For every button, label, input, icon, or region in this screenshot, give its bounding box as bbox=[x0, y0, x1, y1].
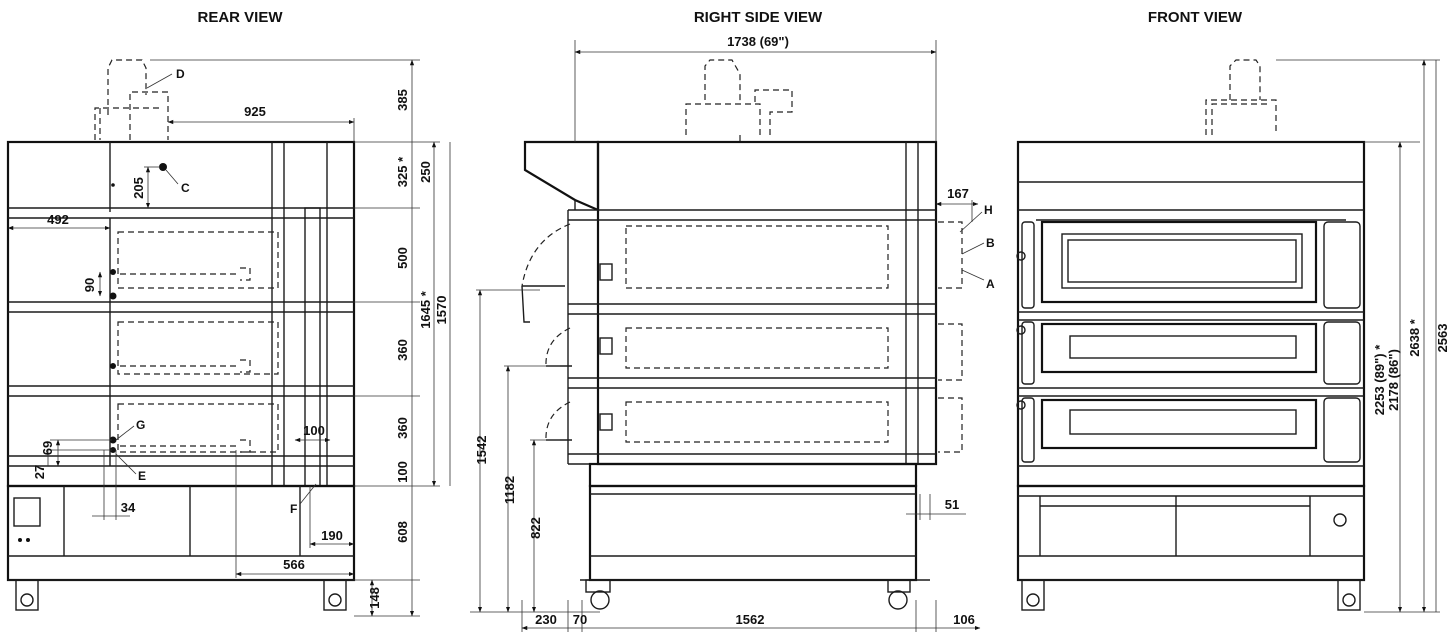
dim-1570: 1570 bbox=[434, 296, 449, 325]
dim-1562: 1562 bbox=[736, 612, 765, 627]
label-h: H bbox=[984, 203, 993, 217]
dim-385: 385 bbox=[395, 89, 410, 111]
dim-250: 250 bbox=[418, 161, 433, 183]
side-view-title: RIGHT SIDE VIEW bbox=[694, 9, 823, 26]
dim-190: 190 bbox=[321, 528, 343, 543]
dim-27: 27 bbox=[32, 465, 47, 479]
dim-608: 608 bbox=[395, 521, 410, 543]
dim-69: 69 bbox=[40, 441, 55, 455]
dim-360-a: 360 bbox=[395, 339, 410, 361]
dim-230: 230 bbox=[535, 612, 557, 627]
dim-90: 90 bbox=[82, 278, 97, 292]
front-view: 2253 (89") * 2178 (86") 2638 * 2563 bbox=[1016, 59, 1450, 613]
label-b: B bbox=[986, 236, 995, 250]
dim-2178: 2178 (86") bbox=[1386, 349, 1401, 411]
dim-1738: 1738 (69") bbox=[727, 34, 789, 49]
dim-1182: 1182 bbox=[502, 476, 517, 504]
dim-1542: 1542 bbox=[474, 436, 489, 465]
dim-106: 106 bbox=[953, 612, 975, 627]
dim-100-b: 100 bbox=[303, 423, 325, 438]
dim-925: 925 bbox=[244, 104, 266, 119]
dim-566: 566 bbox=[283, 557, 305, 572]
dim-822: 822 bbox=[528, 517, 543, 539]
dim-34: 34 bbox=[121, 500, 136, 515]
label-c: C bbox=[181, 181, 190, 195]
dim-167: 167 bbox=[947, 186, 969, 201]
label-d: D bbox=[176, 67, 185, 81]
dim-2563: 2563 bbox=[1435, 324, 1450, 353]
label-g: G bbox=[136, 418, 145, 432]
dim-70: 70 bbox=[573, 612, 587, 627]
dim-51: 51 bbox=[945, 497, 959, 512]
label-e: E bbox=[138, 469, 146, 483]
rear-view: 385 325 * 250 500 1645 * 1570 360 360 10… bbox=[6, 59, 451, 617]
side-view: 1738 (69") 167 H B A 1542 1182 822 230 7… bbox=[470, 34, 995, 632]
dim-500: 500 bbox=[395, 247, 410, 269]
dim-1645: 1645 * bbox=[418, 290, 433, 329]
dim-2253: 2253 (89") * bbox=[1372, 344, 1387, 415]
dim-205: 205 bbox=[131, 177, 146, 199]
label-a: A bbox=[986, 277, 995, 291]
dim-148: 148 bbox=[367, 587, 382, 609]
dim-360-b: 360 bbox=[395, 417, 410, 439]
rear-view-title: REAR VIEW bbox=[197, 9, 283, 26]
front-view-title: FRONT VIEW bbox=[1148, 9, 1243, 26]
dim-325: 325 * bbox=[395, 156, 410, 187]
dim-2638: 2638 * bbox=[1407, 318, 1422, 357]
dim-100: 100 bbox=[395, 461, 410, 483]
label-f: F bbox=[290, 502, 297, 516]
dim-492: 492 bbox=[47, 212, 69, 227]
